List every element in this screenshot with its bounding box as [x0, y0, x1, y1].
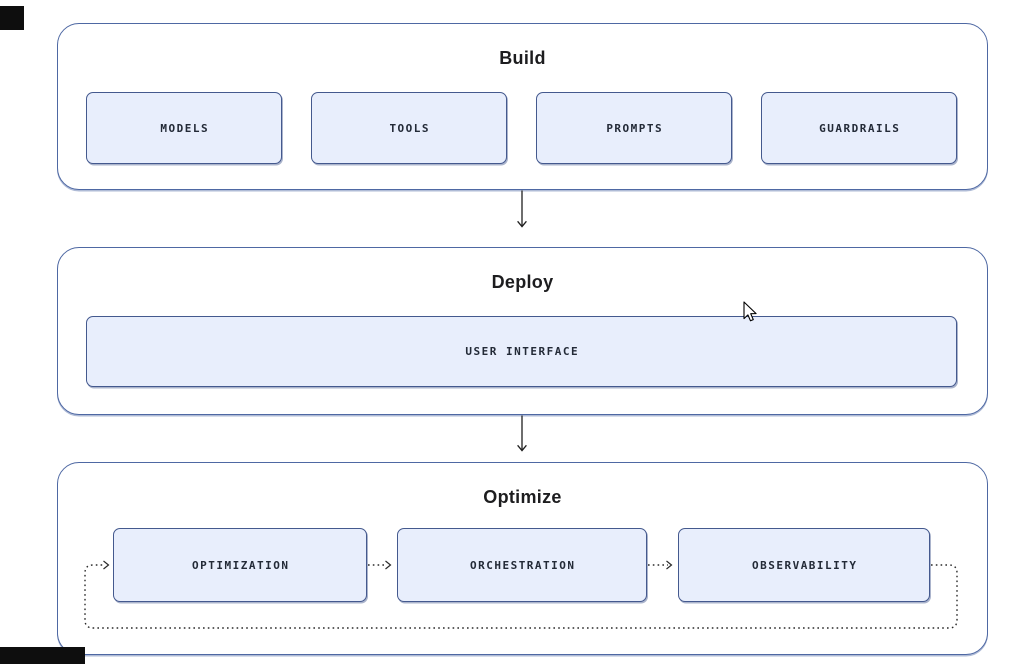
build-section-title: Build	[499, 48, 546, 68]
node-orchestration: ORCHESTRATION	[397, 528, 647, 602]
node-guardrails: GUARDRAILS	[761, 92, 957, 164]
node-tools: TOOLS	[311, 92, 507, 164]
deploy-section-title: Deploy	[491, 272, 554, 292]
arrow-build-to-deploy	[517, 190, 527, 228]
node-observability: OBSERVABILITY	[678, 528, 930, 602]
node-prompts: PROMPTS	[536, 92, 732, 164]
node-optimization: OPTIMIZATION	[113, 528, 367, 602]
node-user-interface: USER INTERFACE	[86, 316, 957, 387]
screen-artifact-top-left	[0, 6, 24, 30]
arrow-deploy-to-optimize	[517, 415, 527, 452]
screen-artifact-bottom-left	[0, 647, 85, 664]
node-models: MODELS	[86, 92, 282, 164]
optimize-section-title: Optimize	[483, 487, 562, 507]
